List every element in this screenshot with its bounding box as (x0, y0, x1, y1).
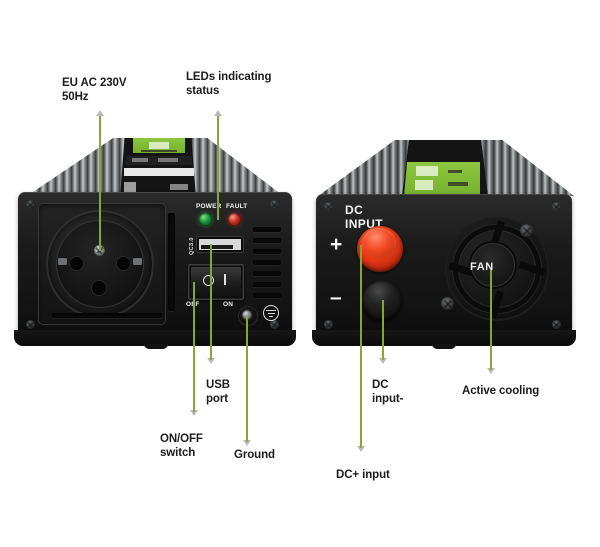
callout-leds: LEDs indicating status (186, 71, 272, 97)
leader-arrow-ground (243, 440, 251, 446)
usb-qc-label: QC3.0 (189, 237, 195, 255)
ac-socket-pin-right (117, 257, 130, 270)
left-spec-text-a (132, 158, 148, 162)
screw-top-right (270, 200, 279, 209)
left-heatsink-top (24, 138, 286, 198)
fault-led-label: FAULT (226, 203, 248, 210)
right-brand-text (448, 182, 468, 186)
callout-ground: Ground (234, 449, 275, 461)
callout-active-cooling: Active cooling (462, 385, 540, 397)
switch-on-symbol (224, 274, 227, 285)
left-brand-label (133, 138, 185, 153)
left-barcode-strip (124, 168, 194, 176)
callout-dc-input-minus: DC input- (372, 379, 404, 405)
callout-onoff-switch: ON/OFF switch (160, 433, 203, 459)
leader-arrow-dc-plus (357, 446, 365, 452)
callout-usb-port: USB port (206, 379, 230, 405)
fan-hub (471, 243, 515, 287)
leader-line-onoff (193, 282, 195, 412)
left-vent-6 (253, 282, 281, 287)
ground-terminal-ring (238, 306, 258, 326)
right-brand-mark (416, 166, 438, 176)
left-front-bottom-rail (14, 330, 296, 346)
onoff-switch-rocker[interactable] (191, 267, 241, 297)
leader-line-eu-ac (99, 116, 101, 251)
right-front-bottom-rail (312, 330, 576, 346)
fan-grille (441, 213, 553, 325)
right-brand-mark-2 (415, 180, 433, 190)
earth-clip-right (133, 258, 142, 265)
leader-arrow-onoff (190, 410, 198, 416)
screw-top-left (26, 200, 35, 209)
brand-text (141, 150, 177, 152)
leader-line-dc-plus (360, 245, 362, 448)
fan-screw-bottom-left (441, 297, 454, 310)
dc-positive-terminal-cap[interactable] (362, 228, 396, 258)
positive-symbol: + (330, 233, 343, 256)
usb-port-tongue (201, 245, 233, 249)
leader-line-dc-minus (382, 300, 384, 360)
right-brand-label (404, 162, 480, 196)
ground-symbol-icon (263, 305, 279, 321)
negative-symbol: – (330, 286, 342, 309)
left-spec-text-b (158, 158, 178, 162)
dc-negative-terminal-cap[interactable] (367, 283, 396, 309)
left-vent-1 (253, 227, 281, 232)
left-vent-3 (253, 249, 281, 254)
screw-bottom-right (270, 320, 279, 329)
right-brand-text-2 (448, 170, 462, 173)
left-vent-5 (253, 271, 281, 276)
callout-dc-plus-input: DC+ input (336, 469, 390, 481)
leader-line-cooling (490, 270, 492, 370)
leader-arrow-leds (214, 110, 222, 116)
fan-label: FAN (470, 261, 494, 273)
fault-led (228, 213, 241, 226)
left-vent-2 (253, 238, 281, 243)
leader-arrow-dc-minus (379, 358, 387, 364)
left-cert-marks (170, 184, 188, 190)
ground-terminal-screw[interactable] (242, 310, 252, 320)
fan-screw-top-right (520, 224, 533, 237)
power-led (199, 213, 212, 226)
screw-bottom-left (26, 320, 35, 329)
right-screw-top-right (552, 202, 561, 211)
left-vent-slot-tall (168, 213, 175, 311)
switch-off-symbol (203, 275, 214, 286)
callout-eu-ac: EU AC 230V 50Hz (62, 77, 127, 103)
ac-socket-center-hole (92, 281, 106, 295)
leader-line-usb (210, 244, 212, 360)
leader-arrow-eu-ac (96, 110, 104, 116)
right-heatsink-top (318, 140, 574, 196)
ac-socket-pin-left (70, 257, 83, 270)
earth-clip-left (58, 258, 67, 265)
left-foot-center (144, 344, 168, 349)
switch-off-label: OFF (186, 301, 200, 308)
leader-arrow-cooling (487, 368, 495, 374)
right-foot-center (432, 344, 456, 349)
usb-port-contact (199, 239, 241, 250)
power-led-label: POWER (196, 203, 222, 210)
left-vent-4 (253, 260, 281, 265)
brand-mark (149, 142, 169, 149)
left-bottom-slot (52, 313, 162, 318)
right-screw-bottom-right (552, 320, 561, 329)
left-cert-block (124, 182, 136, 193)
leader-line-leds (217, 116, 219, 220)
right-screw-top-left (324, 202, 333, 211)
leader-arrow-usb (207, 358, 215, 364)
leader-line-ground (246, 316, 248, 442)
right-screw-bottom-left (324, 320, 333, 329)
switch-on-label: ON (223, 301, 234, 308)
left-vent-7 (253, 293, 281, 298)
